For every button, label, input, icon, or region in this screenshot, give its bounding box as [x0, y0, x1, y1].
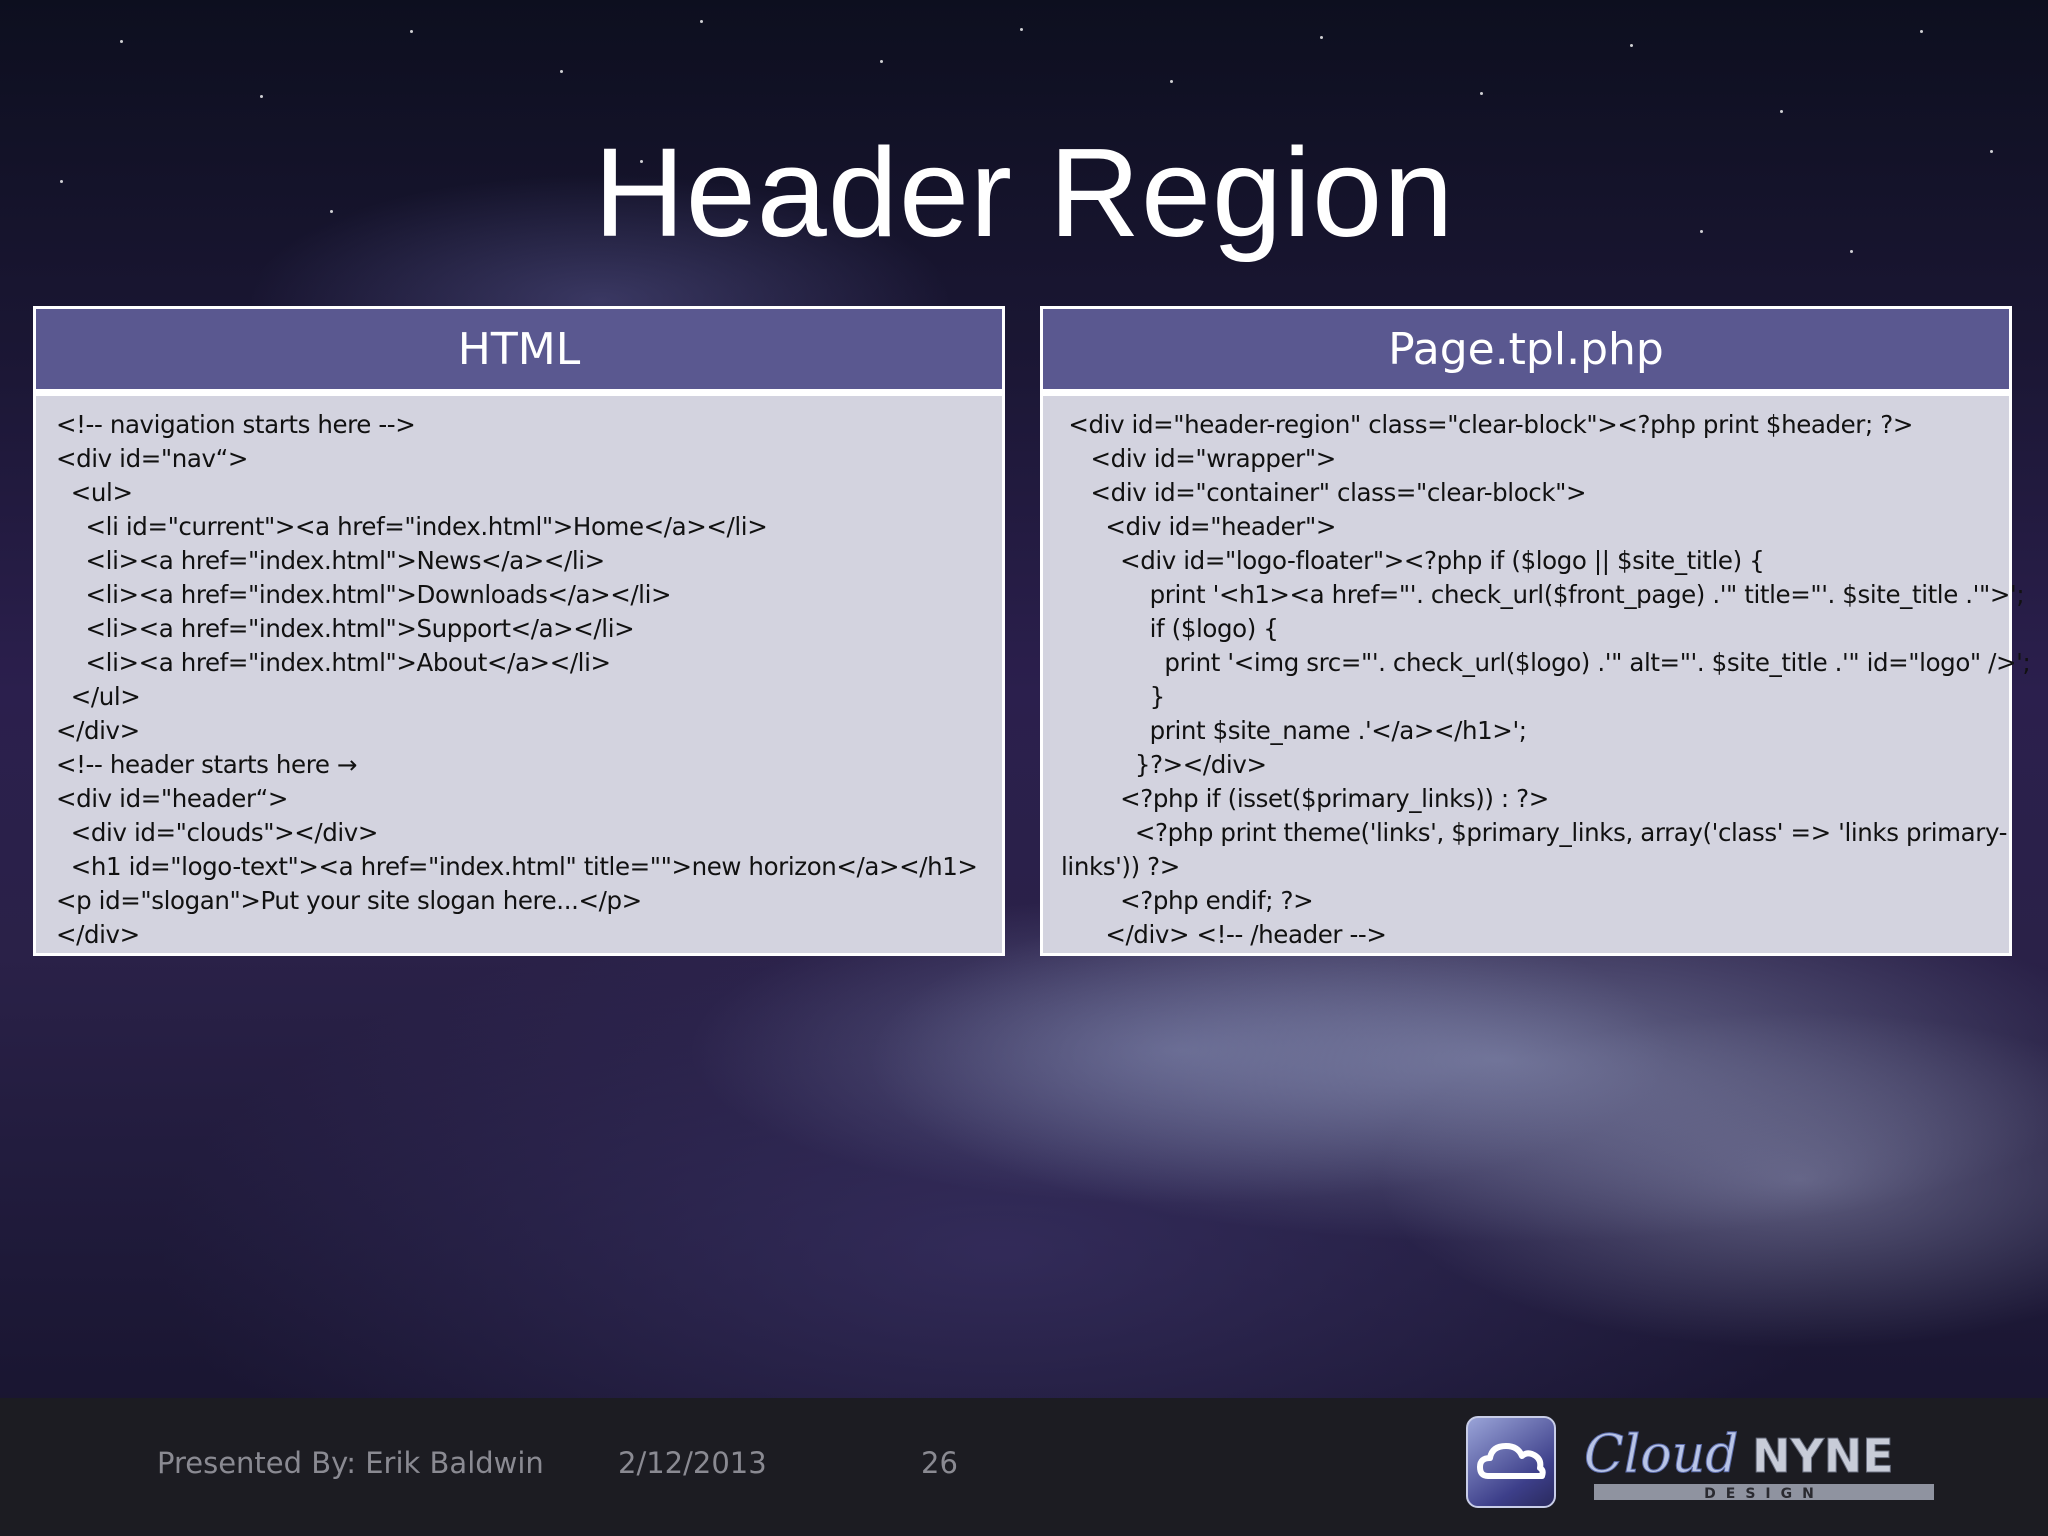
- code-line: <!-- header starts here →: [56, 750, 358, 779]
- code-line: <li><a href="index.html">News</a></li>: [56, 546, 606, 575]
- panel-header-php: Page.tpl.php: [1043, 309, 2009, 396]
- code-line: <?php endif; ?>: [1061, 886, 1314, 915]
- code-line: <li><a href="index.html">Support</a></li…: [56, 614, 635, 643]
- slide-footer: [0, 1398, 2048, 1536]
- php-code-panel: Page.tpl.php <div id="header-region" cla…: [1040, 306, 2031, 956]
- code-line: <div id="wrapper">: [1061, 444, 1337, 473]
- cloud-nyne-logo: Cloud NYNE DESIGN: [1584, 1425, 1934, 1502]
- slide-title: Header Region: [593, 122, 1455, 263]
- code-line: <li id="current"><a href="index.html">Ho…: [56, 512, 768, 541]
- code-line: }?></div>: [1061, 750, 1267, 779]
- code-line: <h1 id="logo-text"><a href="index.html" …: [56, 852, 978, 881]
- svg-text:Cloud: Cloud: [1584, 1425, 1739, 1485]
- code-line: <div id="container" class="clear-block">: [1061, 478, 1587, 507]
- code-line: </div>: [56, 716, 140, 745]
- svg-text:NYNE: NYNE: [1752, 1429, 1894, 1483]
- html-code-block: <!-- navigation starts here --> <div id=…: [36, 396, 1002, 952]
- code-line: print '<h1><a href="'. check_url($front_…: [1061, 580, 2025, 609]
- code-line: </div>: [56, 920, 140, 949]
- code-line: <div id="clouds"></div>: [56, 818, 379, 847]
- footer-date: 2/12/2013: [618, 1446, 767, 1480]
- code-line: }: [1061, 682, 1166, 711]
- php-code-block: <div id="header-region" class="clear-blo…: [1043, 396, 2031, 952]
- code-line: <?php print theme('links', $primary_link…: [1061, 818, 2008, 847]
- cloud-icon: [1466, 1416, 1556, 1508]
- code-line: <div id="logo-floater"><?php if ($logo |…: [1061, 546, 1765, 575]
- footer-page-number: 26: [921, 1446, 958, 1480]
- code-line: </ul>: [56, 682, 141, 711]
- svg-text:DESIGN: DESIGN: [1704, 1486, 1824, 1502]
- code-line: <div id="header-region" class="clear-blo…: [1061, 410, 1913, 439]
- code-line: <li><a href="index.html">Downloads</a></…: [56, 580, 672, 609]
- code-line: <!-- navigation starts here -->: [56, 410, 416, 439]
- code-line: <div id="nav“>: [56, 444, 248, 473]
- code-line: <?php if (isset($primary_links)) : ?>: [1061, 784, 1549, 813]
- code-line: <div id="header“>: [56, 784, 289, 813]
- code-line: </div> <!-- /header -->: [1061, 920, 1387, 949]
- code-line: <ul>: [56, 478, 133, 507]
- code-line: links')) ?>: [1061, 852, 1180, 881]
- footer-presenter: Presented By: Erik Baldwin: [157, 1446, 544, 1480]
- html-code-panel: HTML <!-- navigation starts here --> <di…: [33, 306, 1005, 956]
- code-line: <p id="slogan">Put your site slogan here…: [56, 886, 642, 915]
- code-line: print $site_name .'</a></h1>';: [1061, 716, 1527, 745]
- code-line: if ($logo) {: [1061, 614, 1279, 643]
- panel-header-html: HTML: [36, 309, 1002, 396]
- code-line: print '<img src="'. check_url($logo) .'"…: [1061, 648, 2031, 677]
- code-line: <li><a href="index.html">About</a></li>: [56, 648, 611, 677]
- code-line: <div id="header">: [1061, 512, 1336, 541]
